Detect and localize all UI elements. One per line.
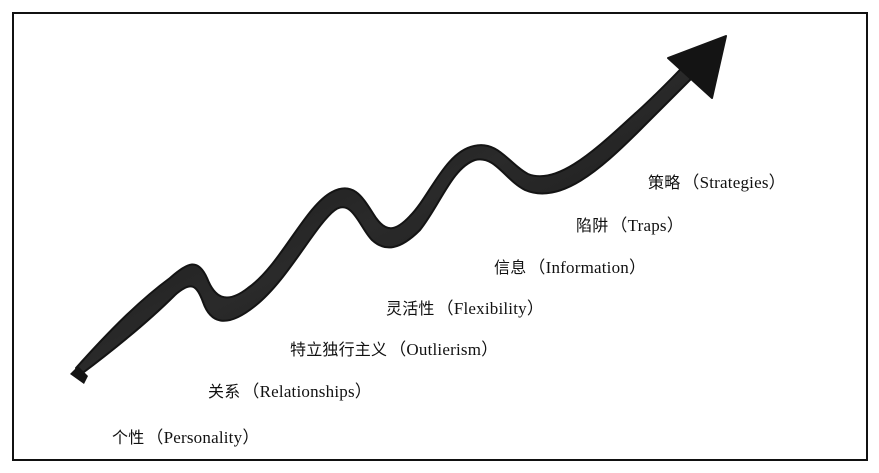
step-en: Information (545, 258, 630, 277)
step-label-relationships: 关系（Relationships） (208, 382, 372, 401)
step-label-strategies: 策略（Strategies） (648, 173, 786, 192)
step-zh: 信息 (494, 258, 527, 277)
step-en: Relationships (259, 382, 355, 401)
step-zh: 个性 (112, 428, 145, 447)
step-en: Strategies (699, 173, 769, 192)
step-en: Outlierism (406, 340, 482, 359)
step-zh: 特立独行主义 (290, 340, 388, 359)
step-label-information: 信息（Information） (494, 258, 647, 277)
step-label-flexibility: 灵活性（Flexibility） (386, 299, 545, 318)
step-zh: 关系 (208, 382, 241, 401)
step-label-traps: 陷阱（Traps） (576, 216, 684, 235)
diagram-frame (12, 12, 868, 461)
step-zh: 陷阱 (576, 216, 609, 235)
step-label-personality: 个性（Personality） (112, 428, 260, 447)
step-en: Traps (627, 216, 667, 235)
step-en: Flexibility (453, 299, 527, 318)
step-en: Personality (163, 428, 243, 447)
step-zh: 灵活性 (386, 299, 435, 318)
step-label-outlierism: 特立独行主义（Outlierism） (290, 340, 499, 359)
step-zh: 策略 (648, 173, 681, 192)
